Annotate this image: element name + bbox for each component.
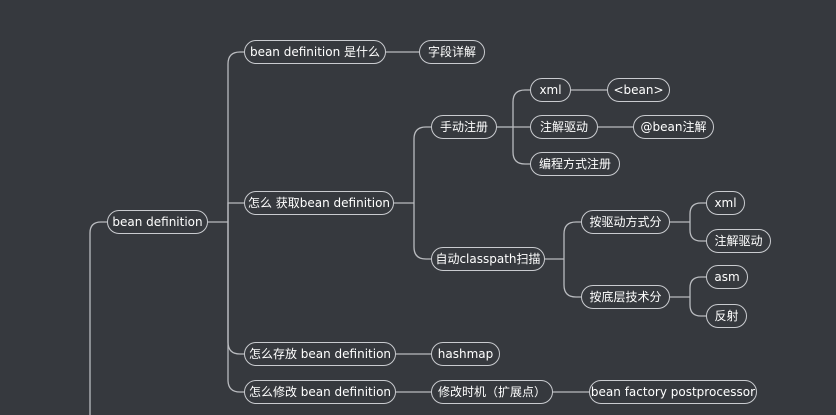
connector xyxy=(413,126,431,203)
node-modify-time[interactable]: 修改时机（扩展点） xyxy=(431,380,553,404)
node-how-modify[interactable]: 怎么修改 bean definition xyxy=(244,380,396,404)
node-xml[interactable]: xml xyxy=(530,78,571,102)
connector xyxy=(689,202,706,222)
node-auto-scan[interactable]: 自动classpath扫描 xyxy=(431,247,545,271)
connector xyxy=(689,222,706,242)
node-manual-register[interactable]: 手动注册 xyxy=(431,115,497,139)
node-by-driver[interactable]: 按驱动方式分 xyxy=(581,210,670,234)
connector xyxy=(689,276,706,297)
connector xyxy=(563,221,581,259)
node-by-driver-annotation[interactable]: 注解驱动 xyxy=(706,229,771,253)
node-what-is[interactable]: bean definition 是什么 xyxy=(244,40,386,64)
node-bean-tag[interactable]: <bean> xyxy=(607,78,670,102)
connector xyxy=(227,202,244,222)
node-reflection[interactable]: 反射 xyxy=(706,304,747,328)
connector xyxy=(227,222,244,393)
connector xyxy=(512,127,530,165)
connector xyxy=(227,222,244,355)
connector xyxy=(413,203,431,260)
connector xyxy=(227,51,244,222)
node-bean-factory-postprocessor[interactable]: bean factory postprocessor xyxy=(589,380,757,404)
node-asm[interactable]: asm xyxy=(706,265,748,289)
node-programmatic-register[interactable]: 编程方式注册 xyxy=(530,152,620,176)
node-how-store[interactable]: 怎么存放 bean definition xyxy=(244,342,396,366)
node-how-get[interactable]: 怎么 获取bean definition xyxy=(244,191,394,215)
node-bean-annotation[interactable]: @bean注解 xyxy=(633,115,714,139)
node-field-detail[interactable]: 字段详解 xyxy=(419,40,485,64)
node-by-driver-xml[interactable]: xml xyxy=(706,191,745,215)
node-annotation-driven[interactable]: 注解驱动 xyxy=(530,115,598,139)
node-root-bean-definition[interactable]: bean definition xyxy=(107,210,208,234)
connector xyxy=(89,221,107,415)
node-hashmap[interactable]: hashmap xyxy=(431,342,500,366)
node-by-tech[interactable]: 按底层技术分 xyxy=(581,285,670,309)
connector xyxy=(512,89,530,127)
connector xyxy=(563,259,581,298)
connector xyxy=(689,297,706,317)
